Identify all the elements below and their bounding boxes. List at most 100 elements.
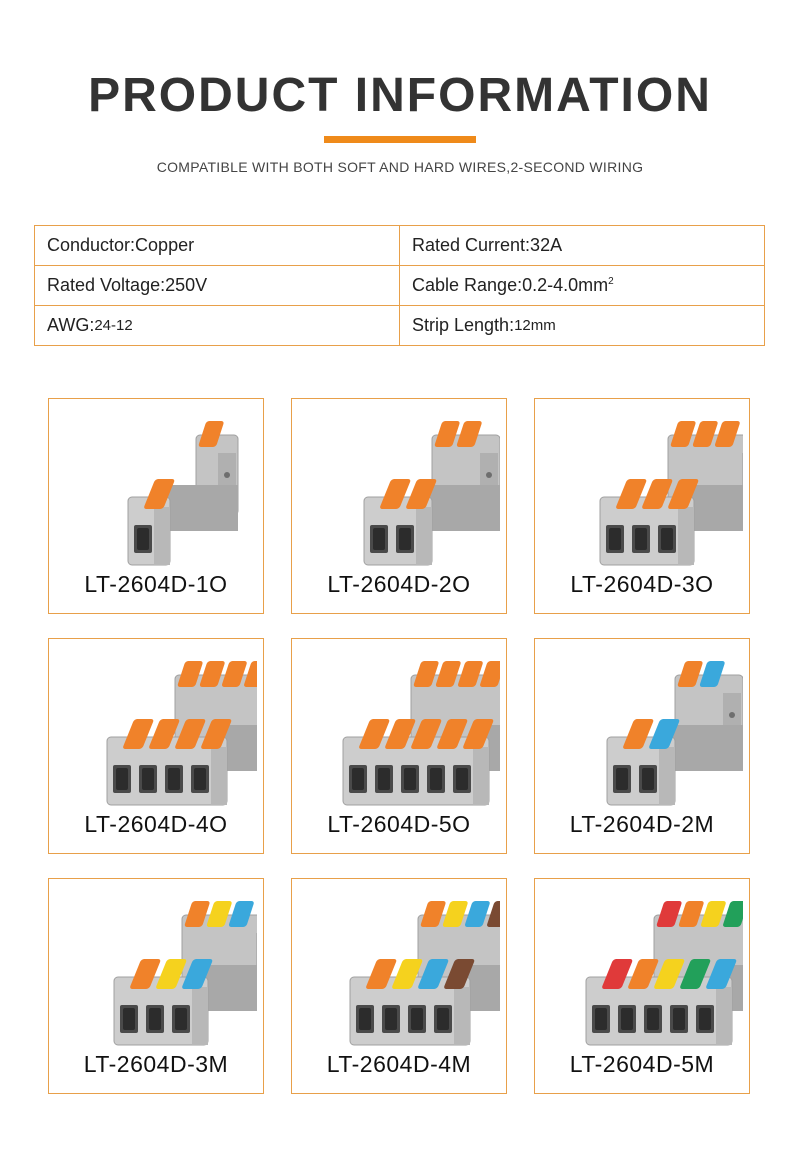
product-model: LT-2604D-3M xyxy=(83,1051,229,1077)
wire-entry-inner xyxy=(437,1008,449,1030)
connector-front-side xyxy=(678,507,694,565)
product-card[interactable]: LT-2604D-5O xyxy=(291,638,507,854)
connector-front-side xyxy=(416,507,432,565)
product-model: LT-2604D-1O xyxy=(84,571,228,597)
wire-entry-inner xyxy=(661,528,673,550)
connector-image xyxy=(606,661,743,806)
lever-back xyxy=(699,661,725,687)
connector-bridge xyxy=(158,485,238,531)
lever-front xyxy=(406,479,437,509)
lever-front xyxy=(602,959,633,989)
wire-entry-inner xyxy=(673,1008,685,1030)
connector-front-side xyxy=(454,987,470,1045)
connector-front-side xyxy=(473,747,489,805)
connector-front-side xyxy=(154,507,170,565)
lever-front xyxy=(392,959,423,989)
product-model: LT-2604D-5M xyxy=(569,1051,715,1077)
lever-front xyxy=(706,959,737,989)
wire-entry-inner xyxy=(378,768,390,790)
lever-back xyxy=(199,661,225,687)
product-model: LT-2604D-4M xyxy=(326,1051,472,1077)
wire-entry-inner xyxy=(621,1008,633,1030)
spec-table: Conductor:Copper Rated Current:32A Rated… xyxy=(34,225,765,346)
lever-back xyxy=(723,901,743,927)
wire-entry-inner xyxy=(123,1008,135,1030)
connector-hole xyxy=(729,712,735,718)
lever-front xyxy=(144,479,175,509)
wire-entry-inner xyxy=(359,1008,371,1030)
lever-front xyxy=(156,959,187,989)
wire-entry-inner xyxy=(149,1008,161,1030)
spec-strip-length: Strip Length:12mm xyxy=(412,315,556,335)
wire-entry-inner xyxy=(430,768,442,790)
wire-entry-inner xyxy=(373,528,385,550)
wire-entry-inner xyxy=(595,1008,607,1030)
spec-rated-current: Rated Current:32A xyxy=(400,226,765,266)
lever-front xyxy=(649,719,680,749)
lever-front xyxy=(418,959,449,989)
lever-back xyxy=(678,901,704,927)
lever-front xyxy=(668,479,699,509)
product-card[interactable]: LT-2604D-4M xyxy=(291,878,507,1094)
product-card[interactable]: LT-2604D-2O xyxy=(291,398,507,614)
product-card[interactable]: LT-2604D-3M xyxy=(48,878,264,1094)
connector-image xyxy=(363,421,500,566)
lever-front xyxy=(123,719,154,749)
lever-back xyxy=(456,421,482,447)
product-card[interactable]: LT-2604D-5M xyxy=(534,878,750,1094)
product-card[interactable]: LT-2604D-2M xyxy=(534,638,750,854)
page-title: PRODUCT INFORMATION xyxy=(88,69,712,122)
lever-front xyxy=(642,479,673,509)
lever-front xyxy=(628,959,659,989)
lever-front xyxy=(680,959,711,989)
product-card[interactable]: LT-2604D-3O xyxy=(534,398,750,614)
lever-front xyxy=(385,719,416,749)
lever-front xyxy=(149,719,180,749)
wire-entry-inner xyxy=(411,1008,423,1030)
wire-entry-inner xyxy=(456,768,468,790)
lever-front xyxy=(411,719,442,749)
wire-entry-inner xyxy=(142,768,154,790)
title-underline xyxy=(324,136,476,143)
wire-entry-inner xyxy=(642,768,654,790)
lever-back xyxy=(177,661,203,687)
wire-entry-inner xyxy=(399,528,411,550)
lever-back xyxy=(420,901,446,927)
wire-entry-inner xyxy=(404,768,416,790)
lever-back xyxy=(670,421,696,447)
wire-entry-inner xyxy=(194,768,206,790)
lever-front xyxy=(463,719,494,749)
wire-entry-inner xyxy=(647,1008,659,1030)
lever-back xyxy=(228,901,254,927)
product-model: LT-2604D-4O xyxy=(84,811,228,837)
lever-front xyxy=(201,719,232,749)
page-subtitle: COMPATIBLE WITH BOTH SOFT AND HARD WIRES… xyxy=(156,159,644,175)
wire-entry-inner xyxy=(168,768,180,790)
lever-back xyxy=(480,661,500,687)
wire-entry-inner xyxy=(699,1008,711,1030)
connector-image xyxy=(342,661,500,806)
lever-front xyxy=(616,479,647,509)
lever-front xyxy=(175,719,206,749)
lever-back xyxy=(442,901,468,927)
lever-front xyxy=(182,959,213,989)
product-card[interactable]: LT-2604D-4O xyxy=(48,638,264,854)
connector-front-side xyxy=(716,987,732,1045)
wire-entry-inner xyxy=(175,1008,187,1030)
lever-front xyxy=(654,959,685,989)
wire-entry-inner xyxy=(385,1008,397,1030)
wire-entry-inner xyxy=(609,528,621,550)
lever-front xyxy=(437,719,468,749)
wire-entry-inner xyxy=(352,768,364,790)
lever-back xyxy=(457,661,483,687)
lever-front xyxy=(380,479,411,509)
wire-entry-inner xyxy=(137,528,149,550)
lever-back xyxy=(714,421,740,447)
product-card[interactable]: LT-2604D-1O xyxy=(48,398,264,614)
product-model: LT-2604D-5O xyxy=(327,811,471,837)
connector-image xyxy=(106,661,257,806)
connector-image xyxy=(585,901,743,1046)
connector-bridge xyxy=(663,725,743,771)
product-model: LT-2604D-2M xyxy=(569,811,715,837)
